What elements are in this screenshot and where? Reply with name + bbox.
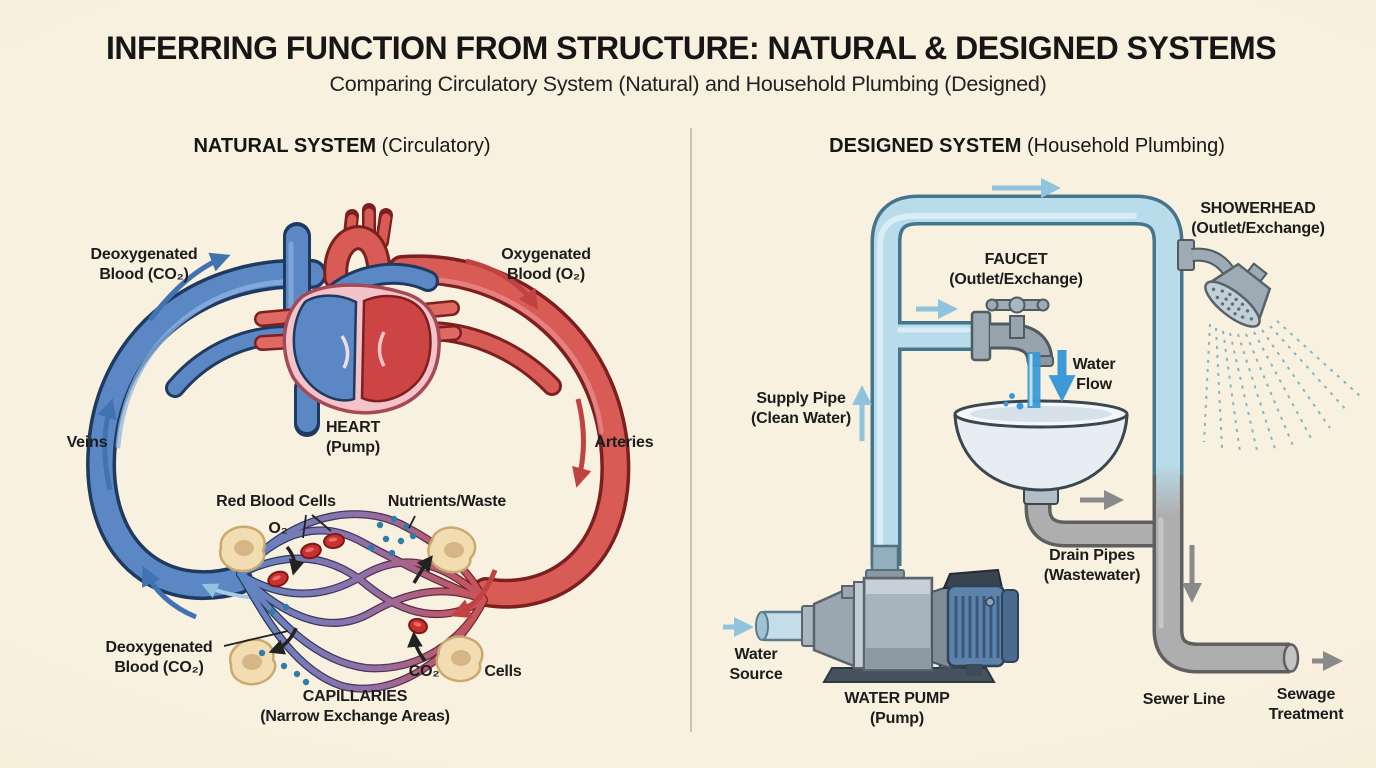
supply-pipe-run — [870, 194, 1184, 566]
label-nutrients-waste: Nutrients/Waste — [387, 493, 507, 510]
heart-illustration — [254, 203, 462, 437]
label-veins: Veins — [66, 434, 108, 451]
designed-heading-rest: (Household Plumbing) — [1021, 135, 1225, 157]
red-blood-cell-icons — [267, 532, 428, 635]
label-sewer-line: Sewer Line — [1142, 691, 1226, 708]
faucet-branch-pipe — [897, 321, 974, 351]
label-deoxygenated-blood-top: Deoxygenated Blood (CO₂) — [90, 246, 198, 283]
label-heart-pump: HEART (Pump) — [325, 419, 381, 456]
natural-heading-rest: (Circulatory) — [376, 135, 491, 157]
label-cells: Cells — [484, 663, 522, 680]
natural-heading-bold: NATURAL SYSTEM — [193, 135, 377, 157]
sink-illustration — [953, 399, 1129, 505]
circulation-arrows — [97, 252, 592, 620]
sewer-pipe — [1152, 460, 1300, 674]
subtitle: Comparing Circulatory System (Natural) a… — [329, 72, 1047, 96]
plumbing-flow-arrows — [723, 178, 1343, 671]
natural-system-heading: NATURAL SYSTEM (Circulatory) — [193, 135, 490, 158]
shower-spray — [1203, 320, 1361, 456]
faucet-illustration — [970, 296, 1054, 367]
label-red-blood-cells: Red Blood Cells — [216, 493, 336, 510]
showerhead-illustration — [1177, 239, 1361, 456]
water-pump-illustration — [755, 544, 1019, 683]
label-capillaries: CAPILLARIES (Narrow Exchange Areas) — [260, 688, 450, 725]
label-drain-pipes: Drain Pipes (Wastewater) — [1043, 547, 1141, 584]
label-co2: CO₂ — [408, 663, 440, 680]
annotation-arrows — [223, 514, 433, 663]
label-sewage-treatment: Sewage Treatment — [1268, 686, 1344, 723]
capillary-mesh — [236, 510, 488, 693]
designed-system-heading: DESIGNED SYSTEM (Household Plumbing) — [829, 135, 1225, 158]
label-supply-pipe: Supply Pipe (Clean Water) — [751, 390, 851, 427]
label-water-flow: Water Flow — [1072, 356, 1116, 393]
label-oxygenated-blood: Oxygenated Blood (O₂) — [501, 246, 591, 283]
artery-loop — [387, 254, 631, 609]
designed-heading-bold: DESIGNED SYSTEM — [829, 135, 1022, 157]
water-stream — [1003, 352, 1041, 410]
cell-nuclei — [234, 540, 471, 670]
label-water-source: Water Source — [729, 646, 783, 683]
label-showerhead: SHOWERHEAD (Outlet/Exchange) — [1191, 200, 1325, 237]
panel-divider — [690, 128, 692, 732]
label-o2: O₂ — [268, 520, 288, 537]
label-deoxygenated-blood-bottom: Deoxygenated Blood (CO₂) — [105, 639, 213, 676]
aorta — [323, 203, 393, 291]
label-arteries: Arteries — [594, 434, 654, 451]
drain-pipe — [1024, 490, 1168, 548]
nutrient-dots — [258, 515, 417, 686]
label-water-pump: WATER PUMP (Pump) — [844, 690, 950, 727]
label-faucet: FAUCET (Outlet/Exchange) — [949, 251, 1083, 288]
main-title: INFERRING FUNCTION FROM STRUCTURE: NATUR… — [105, 30, 1277, 66]
